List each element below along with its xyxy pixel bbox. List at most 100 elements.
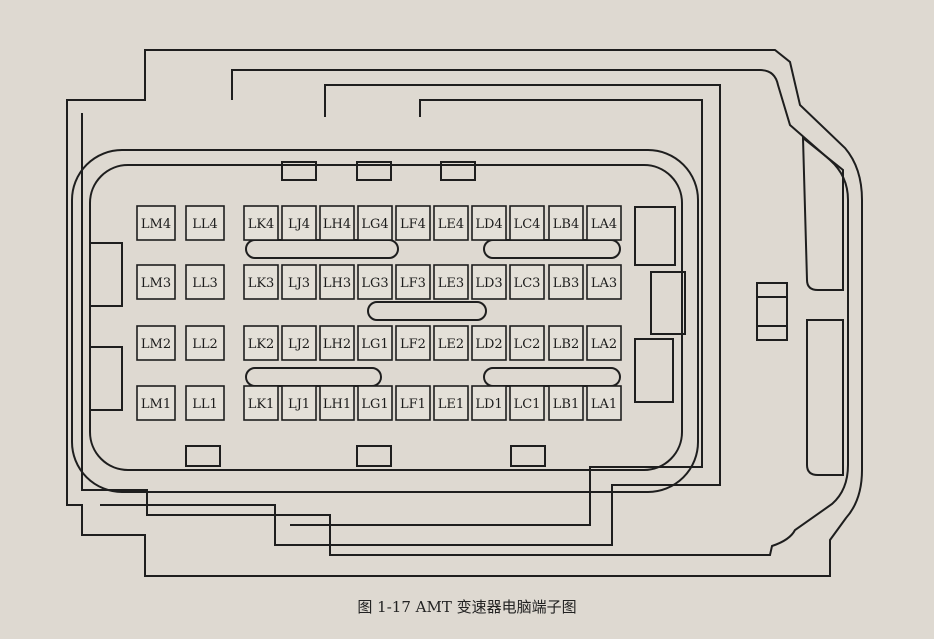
pin-label: LG1 bbox=[361, 337, 388, 352]
pin-label: LM3 bbox=[141, 276, 171, 291]
pin-box bbox=[395, 264, 431, 300]
pin-label: LF4 bbox=[400, 217, 426, 232]
pin-label: LL3 bbox=[192, 276, 218, 291]
arrow-slot bbox=[806, 319, 844, 476]
separator-bar bbox=[245, 367, 382, 387]
pin-lf4: LF4 bbox=[395, 205, 431, 241]
pin-label: LF2 bbox=[400, 337, 426, 352]
pin-box bbox=[433, 264, 469, 300]
pin-box bbox=[471, 264, 507, 300]
pin-label: LC4 bbox=[514, 217, 541, 232]
pin-box bbox=[319, 385, 355, 421]
pin-label: LJ2 bbox=[288, 337, 310, 352]
pin-ld1: LD1 bbox=[471, 385, 507, 421]
pin-box bbox=[243, 264, 279, 300]
outer-housing-outline bbox=[66, 49, 863, 577]
pin-lb2: LB2 bbox=[548, 325, 584, 361]
pin-label: LB1 bbox=[553, 397, 579, 412]
pin-lh4: LH4 bbox=[319, 205, 355, 241]
pin-label: LL4 bbox=[192, 217, 218, 232]
pin-label: LK4 bbox=[248, 217, 275, 232]
pin-label: LB4 bbox=[553, 217, 579, 232]
pin-box bbox=[281, 325, 317, 361]
pin-box bbox=[136, 264, 176, 300]
pin-label: LM2 bbox=[141, 337, 171, 352]
pin-lk1: LK1 bbox=[243, 385, 279, 421]
left-slot bbox=[89, 346, 123, 411]
pin-box bbox=[548, 385, 584, 421]
pin-box bbox=[471, 325, 507, 361]
pin-label: LE2 bbox=[438, 337, 464, 352]
pin-lb4: LB4 bbox=[548, 205, 584, 241]
pin-box bbox=[548, 205, 584, 241]
pin-box bbox=[586, 264, 622, 300]
pin-ll1: LL1 bbox=[185, 385, 225, 421]
right-slot bbox=[650, 271, 686, 335]
pin-label: LE4 bbox=[438, 217, 464, 232]
pin-box bbox=[509, 264, 545, 300]
pin-ld3: LD3 bbox=[471, 264, 507, 300]
right-slot bbox=[634, 206, 676, 266]
fourth-shell-outline bbox=[290, 99, 703, 526]
pin-label: LG1 bbox=[361, 397, 388, 412]
pin-lc4: LC4 bbox=[509, 205, 545, 241]
pin-lk4: LK4 bbox=[243, 205, 279, 241]
pin-label: LH4 bbox=[323, 217, 351, 232]
pin-lh3: LH3 bbox=[319, 264, 355, 300]
pin-label: LM4 bbox=[141, 217, 171, 232]
third-shell-outline bbox=[100, 84, 721, 546]
pin-lf3: LF3 bbox=[395, 264, 431, 300]
pin-lg3: LG3 bbox=[357, 264, 393, 300]
pin-box bbox=[185, 205, 225, 241]
pin-label: LL2 bbox=[192, 337, 218, 352]
pin-la2: LA2 bbox=[586, 325, 622, 361]
pin-box bbox=[281, 264, 317, 300]
pin-label: LE1 bbox=[438, 397, 464, 412]
pin-le4: LE4 bbox=[433, 205, 469, 241]
pin-box bbox=[185, 385, 225, 421]
body-outer-outline bbox=[71, 149, 699, 493]
pin-le1: LE1 bbox=[433, 385, 469, 421]
pin-label: LF3 bbox=[400, 276, 426, 291]
pin-box bbox=[185, 264, 225, 300]
pin-box bbox=[471, 205, 507, 241]
pin-box bbox=[185, 325, 225, 361]
top-key bbox=[440, 161, 476, 181]
pin-box bbox=[281, 385, 317, 421]
pin-label: LB3 bbox=[553, 276, 579, 291]
pin-le2: LE2 bbox=[433, 325, 469, 361]
pin-lm3: LM3 bbox=[136, 264, 176, 300]
pin-lk2: LK2 bbox=[243, 325, 279, 361]
figure-caption: 图 1-17 AMT 变速器电脑端子图 bbox=[357, 598, 576, 616]
pin-box bbox=[509, 325, 545, 361]
pin-ll4: LL4 bbox=[185, 205, 225, 241]
pin-label: LB2 bbox=[553, 337, 579, 352]
pin-label: LC1 bbox=[514, 397, 541, 412]
pin-lc2: LC2 bbox=[509, 325, 545, 361]
pin-ld4: LD4 bbox=[471, 205, 507, 241]
pin-ld2: LD2 bbox=[471, 325, 507, 361]
pin-label: LA4 bbox=[591, 217, 617, 232]
top-key bbox=[281, 161, 317, 181]
pin-label: LC3 bbox=[514, 276, 541, 291]
connector-outline bbox=[66, 49, 863, 577]
pin-label: LL1 bbox=[192, 397, 218, 412]
pin-box bbox=[136, 205, 176, 241]
pin-box bbox=[319, 205, 355, 241]
pin-box bbox=[471, 385, 507, 421]
pin-label: LK3 bbox=[248, 276, 275, 291]
pin-label: LK1 bbox=[248, 397, 275, 412]
right-slot bbox=[634, 338, 674, 403]
pin-box bbox=[509, 385, 545, 421]
separator-bar bbox=[367, 301, 487, 321]
bottom-key bbox=[356, 445, 392, 467]
pin-lf2: LF2 bbox=[395, 325, 431, 361]
pin-label: LC2 bbox=[514, 337, 541, 352]
pin-label: LE3 bbox=[438, 276, 464, 291]
pin-label: LF1 bbox=[400, 397, 426, 412]
pin-le3: LE3 bbox=[433, 264, 469, 300]
pin-lm2: LM2 bbox=[136, 325, 176, 361]
separator-bar bbox=[245, 239, 399, 259]
